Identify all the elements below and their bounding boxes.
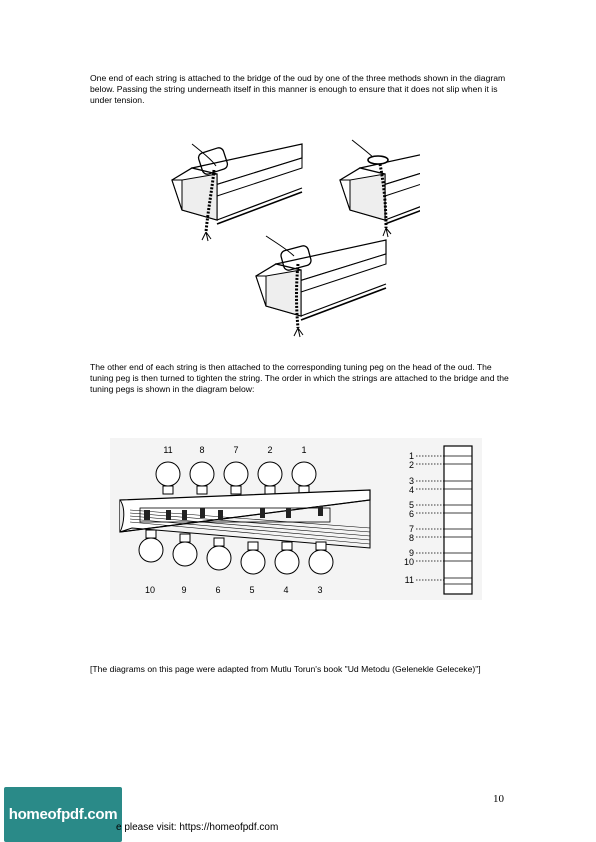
top-peg [257,461,283,487]
bridge-knot-diagram [171,139,420,338]
knot-method-1 [171,143,303,242]
bridge-label: 2 [409,460,414,470]
bottom-peg [206,545,232,571]
bottom-peg [274,549,300,575]
bottom-peg-label: 10 [145,585,155,595]
bridge-label: 3 [409,476,414,486]
bottom-peg-label: 5 [249,585,254,595]
page-number: 10 [493,793,504,805]
bottom-peg-labels: 10 9 6 5 4 3 [145,585,323,595]
bottom-peg-label: 6 [215,585,220,595]
tuning-paragraph: The other end of each string is then att… [90,362,509,395]
bottom-peg [138,537,164,563]
top-peg-label: 8 [199,445,204,455]
bridge-label: 5 [409,500,414,510]
pegbox [119,489,371,549]
bridge-label: 11 [405,575,414,585]
top-peg-labels: 11 8 7 2 1 [163,445,306,455]
bridge-label: 6 [409,509,414,519]
knot-method-2 [339,139,420,238]
bottom-peg [172,541,198,567]
top-peg [155,461,181,487]
tuning-peg-diagram: 11 8 7 2 1 [110,438,482,600]
top-peg-label: 11 [163,445,172,455]
bottom-peg-label: 3 [317,585,322,595]
footer-visit-link[interactable]: e please visit: https://homeofpdf.com [116,822,279,833]
homeofpdf-logo[interactable]: homeofpdf.com [4,787,122,842]
bridge-label: 8 [409,533,414,543]
bottom-peg [240,549,266,575]
top-peg [223,461,249,487]
logo-text: homeofpdf.com [8,806,118,823]
bridge-label: 10 [404,557,414,567]
bottom-peg [308,549,334,575]
credit-paragraph: [The diagrams on this page were adapted … [90,664,481,674]
bridge-label: 1 [409,451,414,461]
top-peg-label: 7 [233,445,238,455]
knot-method-3 [255,235,387,338]
top-peg [291,461,317,487]
top-peg [189,461,215,487]
bridge-label: 4 [409,485,414,495]
bottom-peg-label: 9 [181,585,186,595]
bridge-order: 1 2 3 4 5 6 7 8 9 10 11 [404,445,473,595]
bridge-label: 9 [409,548,414,558]
bridge-label: 7 [409,524,414,534]
bottom-peg-label: 4 [283,585,288,595]
intro-paragraph: One end of each string is attached to th… [90,73,506,106]
top-peg-label: 2 [267,445,272,455]
top-peg-label: 1 [301,445,306,455]
